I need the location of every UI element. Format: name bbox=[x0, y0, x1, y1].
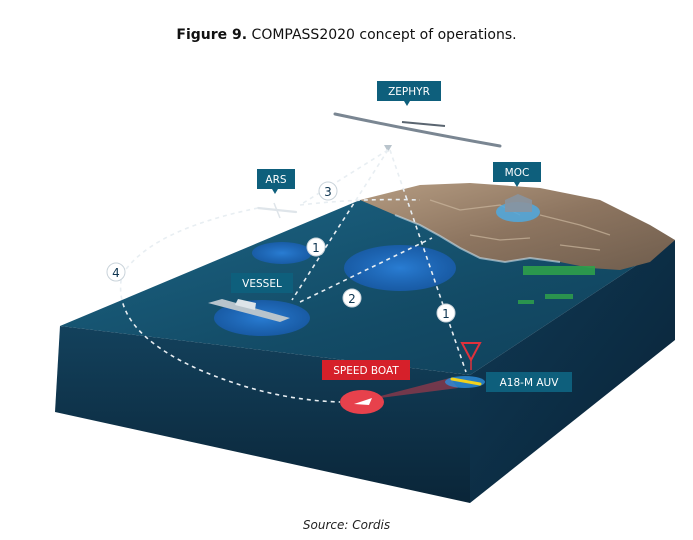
step-2-label: 2 bbox=[348, 292, 356, 306]
label-moc-text: MOC bbox=[505, 167, 530, 179]
step-3: 3 bbox=[318, 181, 338, 201]
land-area bbox=[360, 183, 675, 270]
step-2: 2 bbox=[342, 288, 362, 308]
step-3-label: 3 bbox=[324, 185, 332, 199]
step-1b-label: 1 bbox=[442, 307, 450, 321]
step-1a-label: 1 bbox=[312, 241, 320, 255]
zephyr-fuselage bbox=[401, 121, 446, 127]
coast-foam bbox=[394, 214, 561, 264]
green-patch-small-2 bbox=[518, 300, 534, 304]
label-vessel: VESSEL bbox=[231, 273, 293, 293]
comm-links bbox=[119, 149, 467, 403]
label-zephyr-text: ZEPHYR bbox=[388, 86, 430, 98]
speed-boat-cone bbox=[365, 378, 458, 400]
label-ars: ARS bbox=[257, 169, 295, 194]
label-moc: MOC bbox=[493, 162, 541, 187]
link-zephyr-auv bbox=[389, 149, 467, 373]
label-vessel-text: VESSEL bbox=[242, 278, 282, 290]
land-texture bbox=[429, 199, 611, 251]
figure-title: COMPASS2020 concept of operations. bbox=[247, 27, 517, 43]
green-patch-small bbox=[545, 294, 573, 299]
figure-caption: Figure 9. COMPASS2020 concept of operati… bbox=[0, 27, 693, 43]
figure-number: Figure 9. bbox=[176, 27, 248, 43]
link-vessel-shore bbox=[299, 237, 433, 303]
step-4-label: 4 bbox=[112, 266, 120, 280]
zephyr-aircraft bbox=[333, 112, 502, 148]
label-speed-boat-text: SPEED BOAT bbox=[333, 365, 399, 377]
label-auv-text: A18-M AUV bbox=[500, 377, 560, 389]
sea-right-side bbox=[470, 240, 675, 503]
step-1a: 1 bbox=[306, 237, 326, 257]
link-loop bbox=[119, 207, 341, 403]
ars-aircraft bbox=[256, 202, 298, 219]
auv-vehicle bbox=[450, 377, 482, 386]
green-patch bbox=[523, 266, 595, 275]
label-ars-text: ARS bbox=[265, 174, 286, 186]
auv-buoy-icon bbox=[460, 342, 482, 363]
vessel-ship bbox=[208, 299, 290, 322]
link-zephyr-moc bbox=[299, 149, 389, 206]
speed-boat-icon bbox=[354, 398, 372, 405]
moc-building bbox=[505, 194, 532, 212]
label-auv: A18-M AUV bbox=[486, 372, 572, 392]
zephyr-anchor bbox=[384, 145, 392, 152]
step-1b: 1 bbox=[436, 303, 456, 323]
step-4: 4 bbox=[106, 262, 126, 282]
link-zephyr-vessel bbox=[291, 149, 389, 301]
link-ars-moc bbox=[299, 198, 421, 206]
label-zephyr: ZEPHYR bbox=[377, 81, 441, 106]
zone-center bbox=[344, 245, 456, 291]
zone-ars-area bbox=[252, 242, 312, 264]
figure-source: Source: Cordis bbox=[302, 518, 391, 532]
label-speed-boat: SPEED BOAT bbox=[322, 360, 410, 380]
